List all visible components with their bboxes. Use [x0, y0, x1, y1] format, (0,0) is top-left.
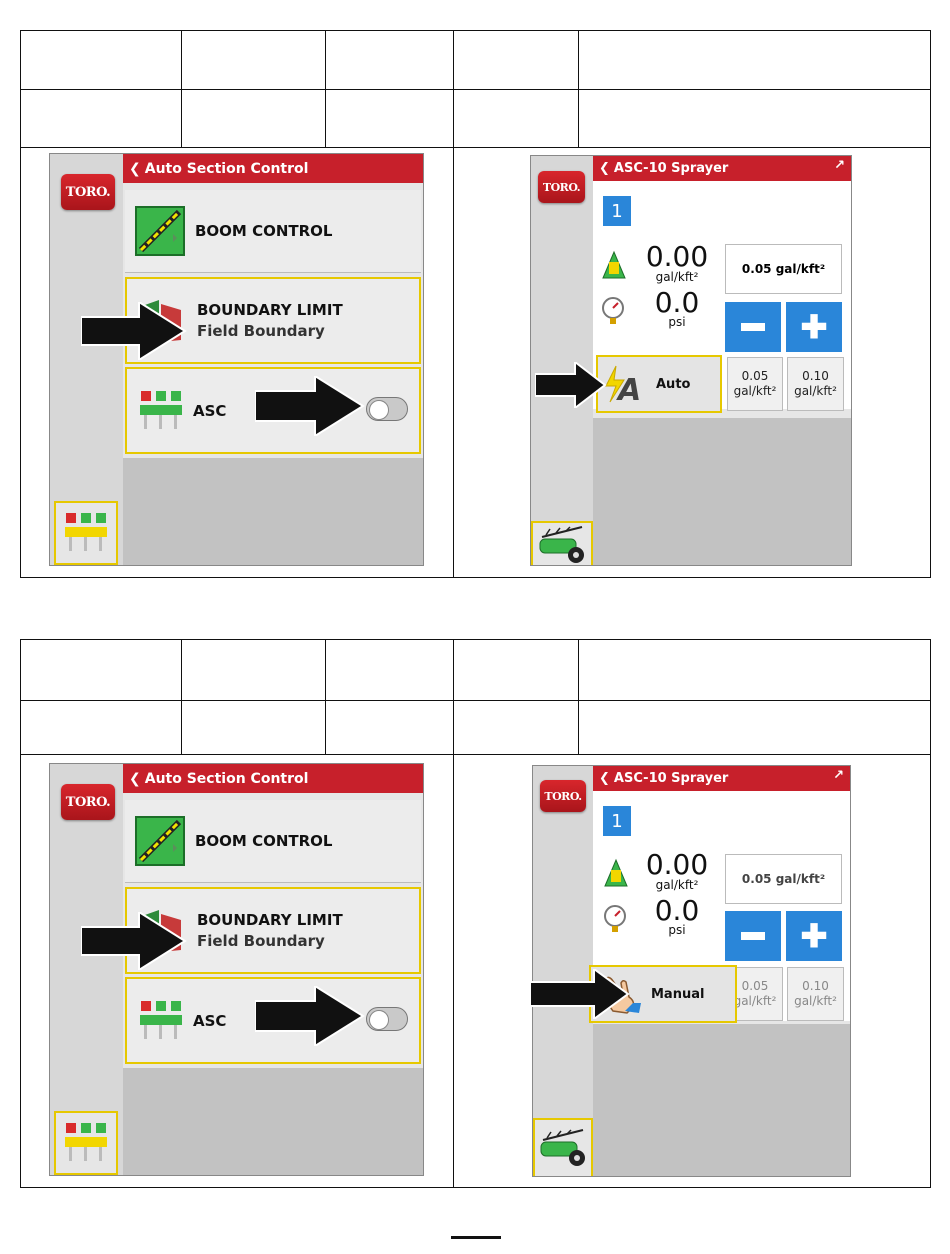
asc-toggle[interactable] — [366, 1007, 408, 1031]
page-title: Auto Section Control — [144, 770, 309, 787]
boom-control-label: BOOM CONTROL — [195, 222, 333, 240]
pointer-arrow — [255, 986, 365, 1046]
boundary-limit-value: Field Boundary — [197, 932, 325, 950]
pointer-arrow — [535, 362, 607, 408]
page-number-underline — [451, 1236, 501, 1239]
tab-1[interactable]: 1 — [603, 196, 631, 226]
svg-text:A: A — [616, 373, 641, 404]
rate-icon — [604, 858, 628, 887]
toro-logo: TORO. — [538, 171, 585, 203]
toro-logo: TORO. — [61, 784, 115, 820]
table-1-header-row-2 — [21, 90, 930, 148]
increase-button[interactable]: ✚ — [786, 302, 842, 352]
boom-control-icon — [135, 816, 185, 866]
table-2-header-row-2 — [21, 701, 930, 755]
back-chevron-icon[interactable]: ❮ — [599, 161, 610, 176]
asc-app-icon — [65, 1123, 107, 1161]
toro-logo: TORO. — [61, 174, 115, 210]
title-bar[interactable]: ❮ ASC-10 Sprayer ↗ — [593, 766, 850, 791]
auto-mode-icon: A — [605, 365, 641, 404]
page-title: ASC-10 Sprayer — [613, 771, 729, 786]
plus-icon: ✚ — [800, 918, 828, 954]
increase-button[interactable]: ✚ — [786, 911, 842, 961]
plus-icon: ✚ — [800, 309, 828, 345]
external-link-icon[interactable]: ↗ — [834, 158, 845, 173]
minus-icon — [741, 323, 765, 331]
title-bar[interactable]: ❮ ASC-10 Sprayer ↗ — [593, 156, 851, 181]
rate-value: 0.00 — [645, 240, 709, 273]
asc-toggle[interactable] — [366, 397, 408, 421]
pointer-arrow — [81, 302, 187, 360]
toro-logo: TORO. — [540, 780, 586, 812]
boom-control-item[interactable]: BOOM CONTROL — [125, 800, 421, 883]
asc-label: ASC — [193, 1011, 227, 1030]
table-1-header-row-1 — [21, 31, 930, 90]
sprayer-screen-1: TORO. ❮ ASC-10 Sprayer ↗ 1 0.00 gal/kft²… — [530, 155, 852, 566]
sprayer-app-button[interactable] — [533, 1118, 593, 1176]
asc-app-button[interactable] — [54, 501, 118, 565]
sprayer-app-button[interactable] — [531, 521, 593, 565]
rate-unit: gal/kft² — [655, 878, 699, 892]
boom-control-label: BOOM CONTROL — [195, 832, 333, 850]
table-1 — [20, 30, 931, 578]
pressure-gauge-icon — [604, 905, 626, 932]
boom-control-icon — [135, 206, 185, 256]
sprayer-screen-2: TORO. ❮ ASC-10 Sprayer ↗ 1 0.00 gal/kft²… — [532, 765, 851, 1177]
asc-sections-icon — [140, 1000, 182, 1039]
pointer-arrow — [81, 912, 187, 970]
boundary-limit-item[interactable]: BOUNDARY LIMIT Field Boundary — [125, 887, 421, 974]
boundary-limit-label: BOUNDARY LIMIT — [197, 301, 343, 319]
mode-label: Auto — [656, 376, 691, 392]
pressure-value: 0.0 — [654, 894, 700, 927]
page-title: Auto Section Control — [144, 160, 309, 177]
sprayer-icon — [539, 526, 584, 563]
pointer-arrow — [255, 376, 365, 436]
pointer-arrow — [530, 969, 630, 1019]
asc-label: ASC — [193, 401, 227, 420]
preset-rate-2[interactable]: 0.10 gal/kft² — [787, 967, 844, 1021]
tab-1[interactable]: 1 — [603, 806, 631, 836]
pressure-unit: psi — [668, 923, 686, 937]
mode-label: Manual — [651, 986, 705, 1002]
asc-sections-icon — [140, 390, 182, 429]
asc-screen-1: TORO. ❮ Auto Section Control BOOM CONTRO… — [49, 153, 424, 566]
preset-rate-2[interactable]: 0.10 gal/kft² — [787, 357, 844, 411]
pressure-unit: psi — [668, 315, 686, 329]
back-chevron-icon[interactable]: ❮ — [129, 160, 141, 177]
back-chevron-icon[interactable]: ❮ — [129, 770, 141, 787]
target-rate-field[interactable]: 0.05 gal/kft² — [725, 244, 842, 294]
boom-control-item[interactable]: BOOM CONTROL — [125, 190, 421, 273]
external-link-icon[interactable]: ↗ — [833, 768, 844, 783]
pressure-value: 0.0 — [654, 286, 700, 319]
page-title: ASC-10 Sprayer — [613, 161, 729, 176]
decrease-button[interactable] — [725, 302, 781, 352]
table-2 — [20, 639, 931, 1188]
table-2-header-row-1 — [21, 640, 930, 701]
asc-app-icon — [65, 513, 107, 551]
asc-screen-2: TORO. ❮ Auto Section Control BOOM CONTRO… — [49, 763, 424, 1176]
decrease-button[interactable] — [725, 911, 781, 961]
boundary-limit-value: Field Boundary — [197, 322, 325, 340]
rate-unit: gal/kft² — [655, 270, 699, 284]
boundary-limit-label: BOUNDARY LIMIT — [197, 911, 343, 929]
target-rate-field[interactable]: 0.05 gal/kft² — [725, 854, 842, 904]
title-bar[interactable]: ❮ Auto Section Control — [123, 154, 423, 183]
title-bar[interactable]: ❮ Auto Section Control — [123, 764, 423, 793]
auto-mode-button[interactable]: A Auto — [596, 355, 722, 413]
rate-icon — [602, 250, 626, 279]
pressure-gauge-icon — [602, 297, 624, 324]
preset-rate-1[interactable]: 0.05 gal/kft² — [727, 357, 783, 411]
asc-app-button[interactable] — [54, 1111, 118, 1175]
rate-value: 0.00 — [645, 848, 709, 881]
back-chevron-icon[interactable]: ❮ — [599, 771, 610, 786]
sprayer-icon — [540, 1129, 585, 1166]
minus-icon — [741, 932, 765, 940]
